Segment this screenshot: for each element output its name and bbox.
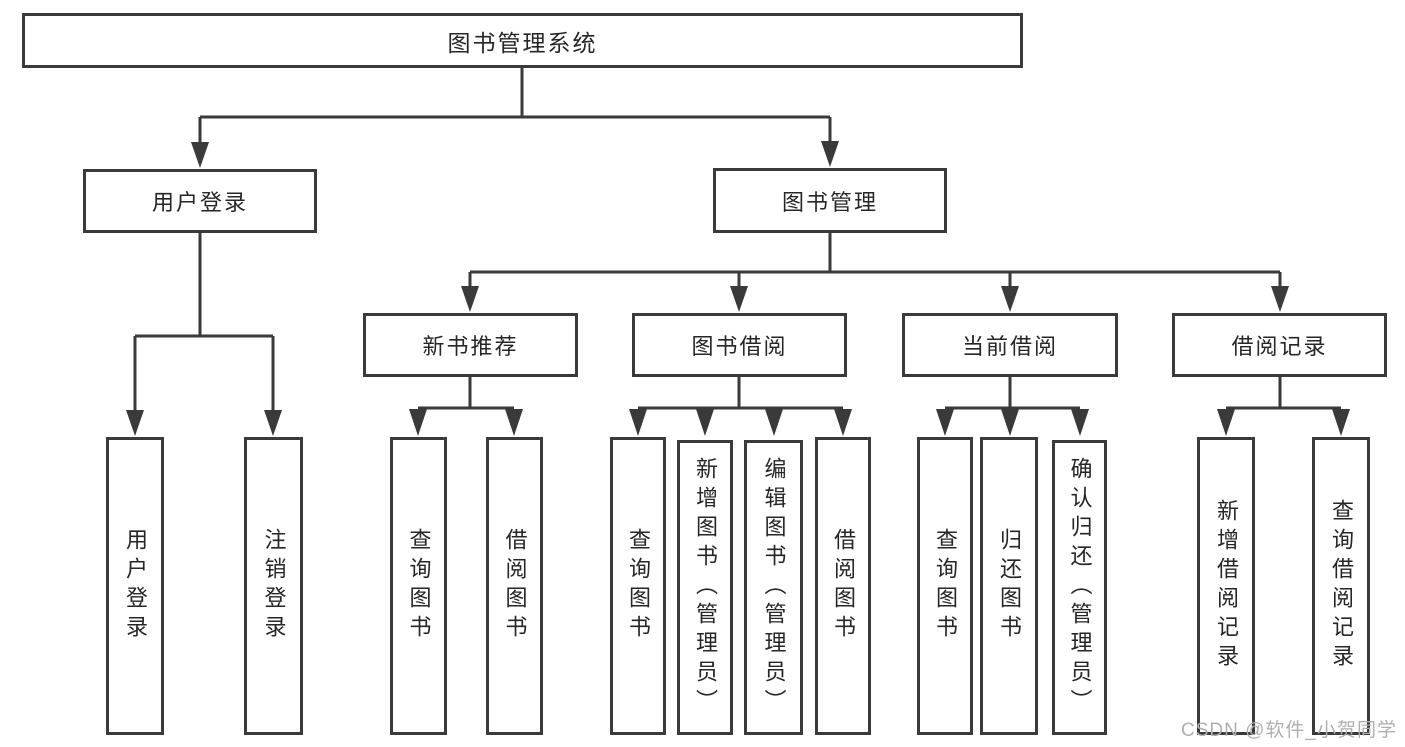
node-leaf-cb-return-books-label: 归还图书: [997, 528, 1022, 644]
node-new-book-rec: 新书推荐: [363, 313, 578, 377]
node-current-borrow: 当前借阅: [902, 313, 1118, 377]
node-leaf-bb-borrow-books-label: 借阅图书: [831, 528, 856, 644]
connector-book-borrow-to-children: [629, 377, 852, 436]
node-leaf-bb-query-books-label: 查询图书: [626, 528, 651, 644]
node-leaf-nb-query-books-label: 查询图书: [406, 528, 432, 644]
node-leaf-br-add-record: 新增借阅记录: [1197, 437, 1255, 735]
node-leaf-bb-edit-books-admin: 编辑图书（管理员）: [744, 440, 803, 735]
node-leaf-bb-edit-books-admin-label: 编辑图书（管理员）: [761, 457, 787, 718]
node-book-mgmt: 图书管理: [713, 168, 947, 233]
node-book-borrow: 图书借阅: [632, 313, 847, 377]
connector-new-book-rec-to-children: [409, 377, 523, 436]
node-leaf-br-add-record-label: 新增借阅记录: [1214, 499, 1239, 673]
connector-root-to-level2: [191, 68, 839, 168]
node-book-borrow-label: 图书借阅: [691, 334, 788, 359]
node-root: 图书管理系统: [22, 13, 1023, 68]
connector-borrow-records-to-children: [1217, 377, 1350, 436]
node-leaf-user-login: 用户登录: [106, 437, 164, 735]
node-leaf-user-login-label: 用户登录: [123, 528, 148, 644]
node-leaf-bb-borrow-books: 借阅图书: [815, 437, 871, 735]
node-leaf-cb-confirm-return-admin: 确认归还（管理员）: [1052, 440, 1107, 735]
node-new-book-rec-label: 新书推荐: [422, 334, 519, 359]
node-leaf-br-query-record: 查询借阅记录: [1312, 437, 1370, 735]
node-leaf-nb-borrow-books: 借阅图书: [486, 437, 543, 735]
connector-book-mgmt-to-level3: [461, 233, 1289, 312]
watermark: CSDN @软件_小贺同学: [1181, 720, 1397, 741]
node-book-mgmt-label: 图书管理: [781, 189, 878, 215]
node-borrow-records-label: 借阅记录: [1231, 334, 1328, 359]
connector-current-borrow-to-children: [936, 377, 1089, 436]
node-leaf-bb-add-books-admin-label: 新增图书（管理员）: [693, 457, 718, 718]
connector-user-login-to-children: [126, 232, 282, 436]
node-leaf-cb-confirm-return-admin-label: 确认归还（管理员）: [1067, 457, 1093, 718]
node-user-login-label: 用户登录: [151, 190, 248, 215]
node-leaf-cb-return-books: 归还图书: [980, 437, 1038, 735]
node-borrow-records: 借阅记录: [1172, 313, 1387, 377]
node-current-borrow-label: 当前借阅: [961, 334, 1058, 359]
node-leaf-bb-query-books: 查询图书: [610, 437, 666, 735]
node-leaf-logout: 注销登录: [244, 437, 303, 735]
node-leaf-bb-add-books-admin: 新增图书（管理员）: [677, 440, 733, 735]
node-leaf-cb-query-books: 查询图书: [917, 437, 973, 735]
node-leaf-cb-query-books-label: 查询图书: [933, 528, 958, 644]
node-root-label: 图书管理系统: [447, 29, 598, 56]
node-user-login: 用户登录: [83, 169, 317, 233]
node-leaf-logout-label: 注销登录: [261, 528, 287, 644]
node-leaf-nb-query-books: 查询图书: [390, 437, 447, 735]
node-leaf-nb-borrow-books-label: 借阅图书: [502, 528, 528, 644]
node-leaf-br-query-record-label: 查询借阅记录: [1329, 499, 1354, 673]
